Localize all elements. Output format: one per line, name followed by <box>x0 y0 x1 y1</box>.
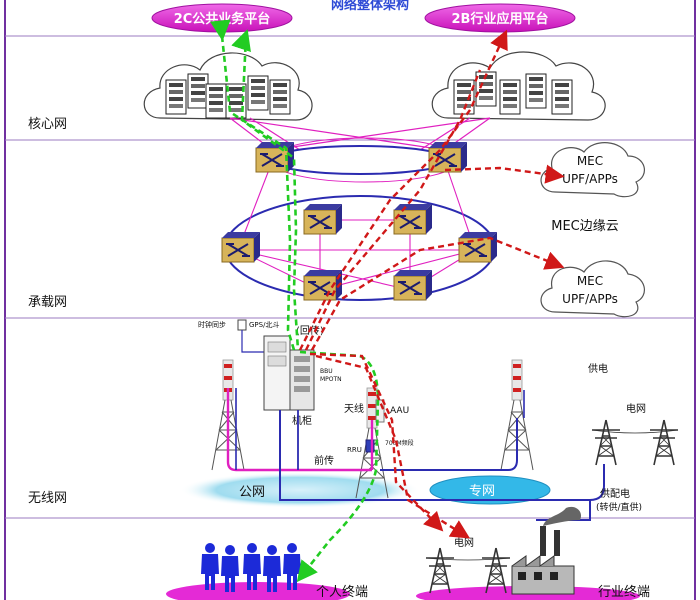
switch-bottom-left <box>303 269 343 301</box>
platform-industry: 2B行业应用平台 <box>424 3 576 33</box>
mec-top-line2: UPF/APPs <box>562 172 618 186</box>
industry-traffic-path <box>298 29 565 539</box>
switch-mid-left <box>303 203 343 235</box>
mpotn-label: MPOTN <box>320 376 342 383</box>
rru-label: RRU <box>347 446 362 454</box>
mec-cloud-top: MEC UPF/APPs <box>540 142 645 198</box>
core-cloud-right <box>431 51 606 121</box>
switch-bottom-right <box>393 269 433 301</box>
mec-bottom-line1: MEC <box>577 274 603 288</box>
wireless-lines <box>226 388 605 501</box>
power-wire-right <box>591 429 679 434</box>
industry-terminal-label: 行业终端 <box>598 584 650 600</box>
diagram-title: 网络整体架构 <box>331 0 409 13</box>
bearer-mesh <box>237 161 476 291</box>
fronthaul-label: 前传 <box>314 454 334 467</box>
switch-mid-right <box>393 203 433 235</box>
cabinet <box>263 335 315 411</box>
switch-top-left <box>255 141 295 173</box>
power-wire-bottom <box>425 557 511 561</box>
platform-public-label: 2C公共业务平台 <box>174 11 271 27</box>
switch-top-right <box>428 141 468 173</box>
personal-terminal-label: 个人终端 <box>316 584 368 600</box>
platform-public: 2C公共业务平台 <box>151 3 293 33</box>
aau-device <box>375 399 385 423</box>
layer-label-wireless: 无线网 <box>28 491 67 506</box>
factory-icon <box>511 506 582 595</box>
bearer-middle-ring <box>224 195 496 301</box>
power-dist-line1: 供配电 <box>600 487 630 500</box>
private-net-ellipse <box>429 475 551 505</box>
grid-right-label: 电网 <box>626 402 646 415</box>
gps-label: GPS/北斗 <box>249 321 279 329</box>
antenna-label: 天线 <box>344 402 364 415</box>
power-dist-line2: (转供/直供) <box>596 501 642 513</box>
mec-cloud-title: MEC边缘云 <box>551 219 619 234</box>
pylon-right-2 <box>649 419 679 466</box>
outer-frame <box>4 0 696 600</box>
platform-industry-label: 2B行业应用平台 <box>452 11 549 27</box>
mec-bottom-line2: UPF/APPs <box>562 292 618 306</box>
pylon-bottom-1 <box>425 547 455 594</box>
power-supply-label: 供电 <box>588 362 608 375</box>
gps-cable <box>241 330 268 353</box>
aau-label: AAU <box>390 406 409 416</box>
grid-bottom-label: 电网 <box>454 536 474 549</box>
public-arrow-up <box>231 29 251 53</box>
cabinet-label: 机柜 <box>292 414 312 427</box>
layer-label-core: 核心网 <box>28 117 67 132</box>
switch-far-right <box>458 231 498 263</box>
layer-label-bearer: 承载网 <box>28 295 67 310</box>
gps-receiver-icon <box>237 319 247 331</box>
pylon-right-1 <box>591 419 621 466</box>
band-label: 700M频段 <box>385 439 414 447</box>
mec-top-line1: MEC <box>577 154 603 168</box>
bearer-top-ring <box>269 145 451 175</box>
bbu-label: BBU <box>320 368 333 375</box>
rru-device <box>365 439 375 453</box>
clock-sync-label: 时钟同步 <box>198 320 226 329</box>
public-net-label: 公网 <box>239 485 265 500</box>
public-traffic-path <box>210 19 380 583</box>
switch-far-left <box>221 231 261 263</box>
private-net-label: 专网 <box>469 484 495 499</box>
mec-cloud-bottom: MEC UPF/APPs <box>540 260 645 318</box>
